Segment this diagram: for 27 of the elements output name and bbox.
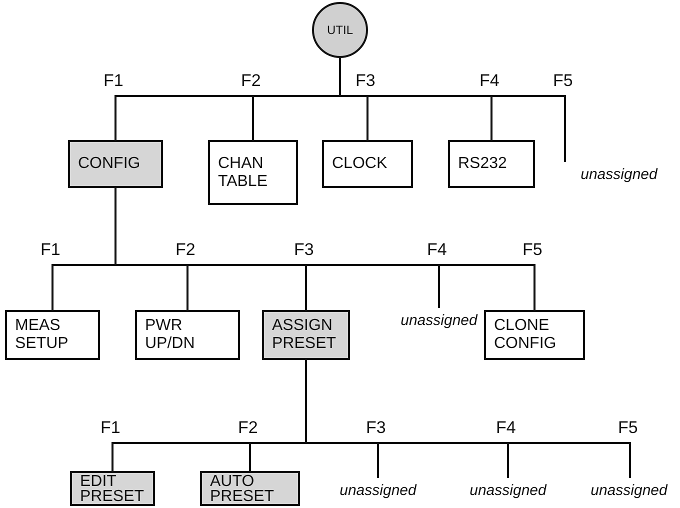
menu-box bbox=[70, 471, 155, 506]
status-text: unassigned bbox=[400, 312, 478, 328]
menu-label: MEAS SETUP bbox=[15, 317, 70, 353]
menu-box bbox=[200, 471, 300, 506]
menu-label: PWR UP/DN bbox=[145, 317, 196, 353]
menu-label: EDIT PRESET bbox=[80, 474, 145, 504]
menu-label: CHAN TABLE bbox=[218, 154, 268, 190]
menu-label: RS232 bbox=[458, 155, 507, 173]
status-text: unassigned bbox=[470, 482, 546, 498]
menu-label: CONFIG bbox=[78, 155, 140, 173]
menu-label: AUTO PRESET bbox=[210, 474, 276, 504]
menu-box bbox=[68, 140, 163, 188]
menu-label: UTIL bbox=[326, 22, 353, 39]
status-text: unassigned bbox=[580, 166, 658, 182]
menu-box bbox=[262, 310, 350, 360]
menu-box bbox=[448, 140, 535, 188]
menu-label: ASSIGN PRESET bbox=[272, 317, 338, 353]
menu-box bbox=[5, 310, 100, 360]
menu-box bbox=[135, 310, 240, 360]
menu-label: CLONE CONFIG bbox=[494, 317, 558, 353]
connector-line bbox=[339, 58, 566, 162]
menu-box bbox=[322, 140, 413, 188]
status-text: unassigned bbox=[590, 482, 668, 498]
menu-box bbox=[208, 140, 298, 205]
status-text: unassigned bbox=[340, 482, 416, 498]
menu-label: CLOCK bbox=[332, 155, 388, 173]
menu-box bbox=[484, 310, 585, 360]
